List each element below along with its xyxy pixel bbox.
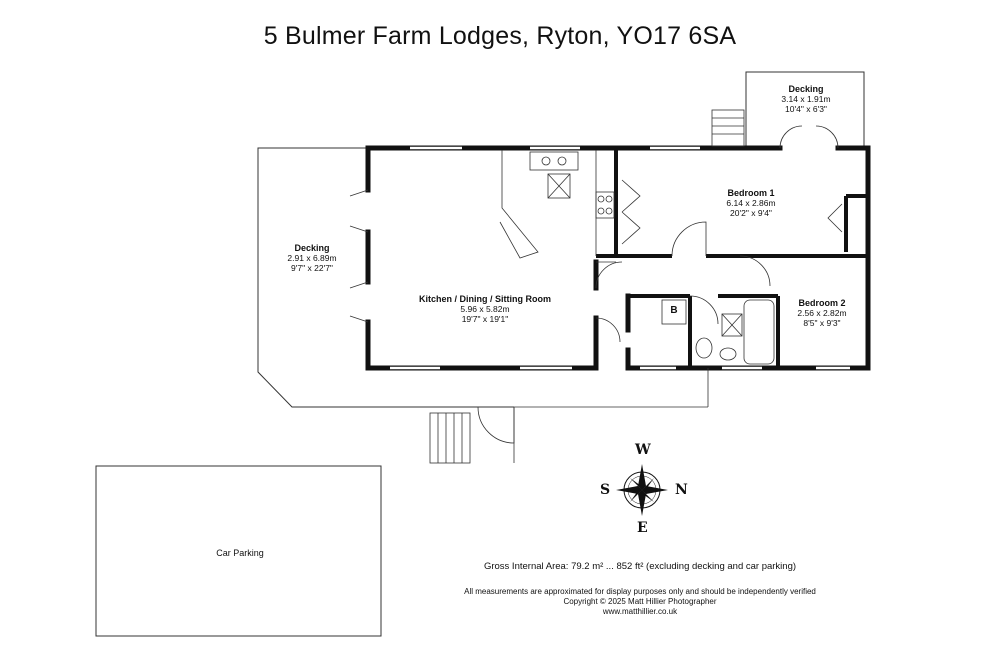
room-name: Bedroom 2	[798, 298, 846, 308]
doors	[349, 125, 843, 444]
room-imperial: 20'2" x 9'4"	[730, 208, 772, 218]
outline-lines	[513, 368, 709, 463]
room-label-bedroom1: Bedroom 1 6.14 x 2.86m 20'2" x 9'4"	[706, 188, 796, 218]
room-label-decking-left: Decking 2.91 x 6.89m 9'7" x 22'7"	[272, 243, 352, 273]
bathroom-fittings	[661, 299, 775, 365]
room-imperial: 8'5" x 9'3"	[803, 318, 841, 328]
compass-south: S	[600, 482, 611, 498]
room-name: Decking	[788, 84, 824, 94]
interior-walls	[596, 148, 868, 368]
room-label-kitchen: Kitchen / Dining / Sitting Room 5.96 x 5…	[400, 294, 570, 324]
kitchen-fittings	[499, 150, 615, 259]
compass-rose	[616, 464, 668, 516]
room-imperial: 19'7" x 19'1"	[461, 314, 509, 324]
steps	[429, 109, 745, 464]
car-parking-area	[95, 465, 382, 637]
room-name: Kitchen / Dining / Sitting Room	[419, 294, 551, 304]
boiler-letter: B	[670, 305, 678, 316]
room-name: Bedroom 1	[727, 188, 775, 198]
gross-area-text: Gross Internal Area: 79.2 m² ... 852 ft²…	[483, 561, 797, 572]
room-name: Decking	[294, 243, 330, 253]
room-imperial: 10'4" x 6'3"	[785, 104, 827, 114]
decking-top-outline	[745, 71, 865, 148]
room-metric: 3.14 x 1.91m	[781, 94, 831, 104]
compass-east: E	[637, 520, 648, 536]
room-label-decking-top: Decking 3.14 x 1.91m 10'4" x 6'3"	[766, 84, 846, 114]
room-name: Car Parking	[216, 548, 264, 558]
disclaimer-text: All measurements are approximated for di…	[464, 587, 816, 596]
boiler-label: B	[665, 306, 683, 316]
window-frames	[390, 146, 850, 370]
compass-west: W	[635, 442, 651, 458]
room-label-bedroom2: Bedroom 2 2.56 x 2.82m 8'5" x 9'3"	[782, 298, 862, 328]
decking-left-outline	[257, 147, 514, 408]
room-metric: 5.96 x 5.82m	[460, 304, 510, 314]
page-title: 5 Bulmer Farm Lodges, Ryton, YO17 6SA	[263, 22, 737, 50]
copyright-text: Copyright © 2025 Matt Hillier Photograph…	[563, 597, 717, 606]
room-imperial: 9'7" x 22'7"	[291, 263, 333, 273]
compass-north: N	[675, 482, 688, 498]
room-label-car-parking: Car Parking	[190, 548, 290, 558]
room-metric: 2.91 x 6.89m	[287, 253, 337, 263]
room-metric: 6.14 x 2.86m	[726, 198, 776, 208]
room-metric: 2.56 x 2.82m	[797, 308, 847, 318]
windows	[390, 146, 850, 370]
website-text: www.matthillier.co.uk	[602, 607, 678, 616]
